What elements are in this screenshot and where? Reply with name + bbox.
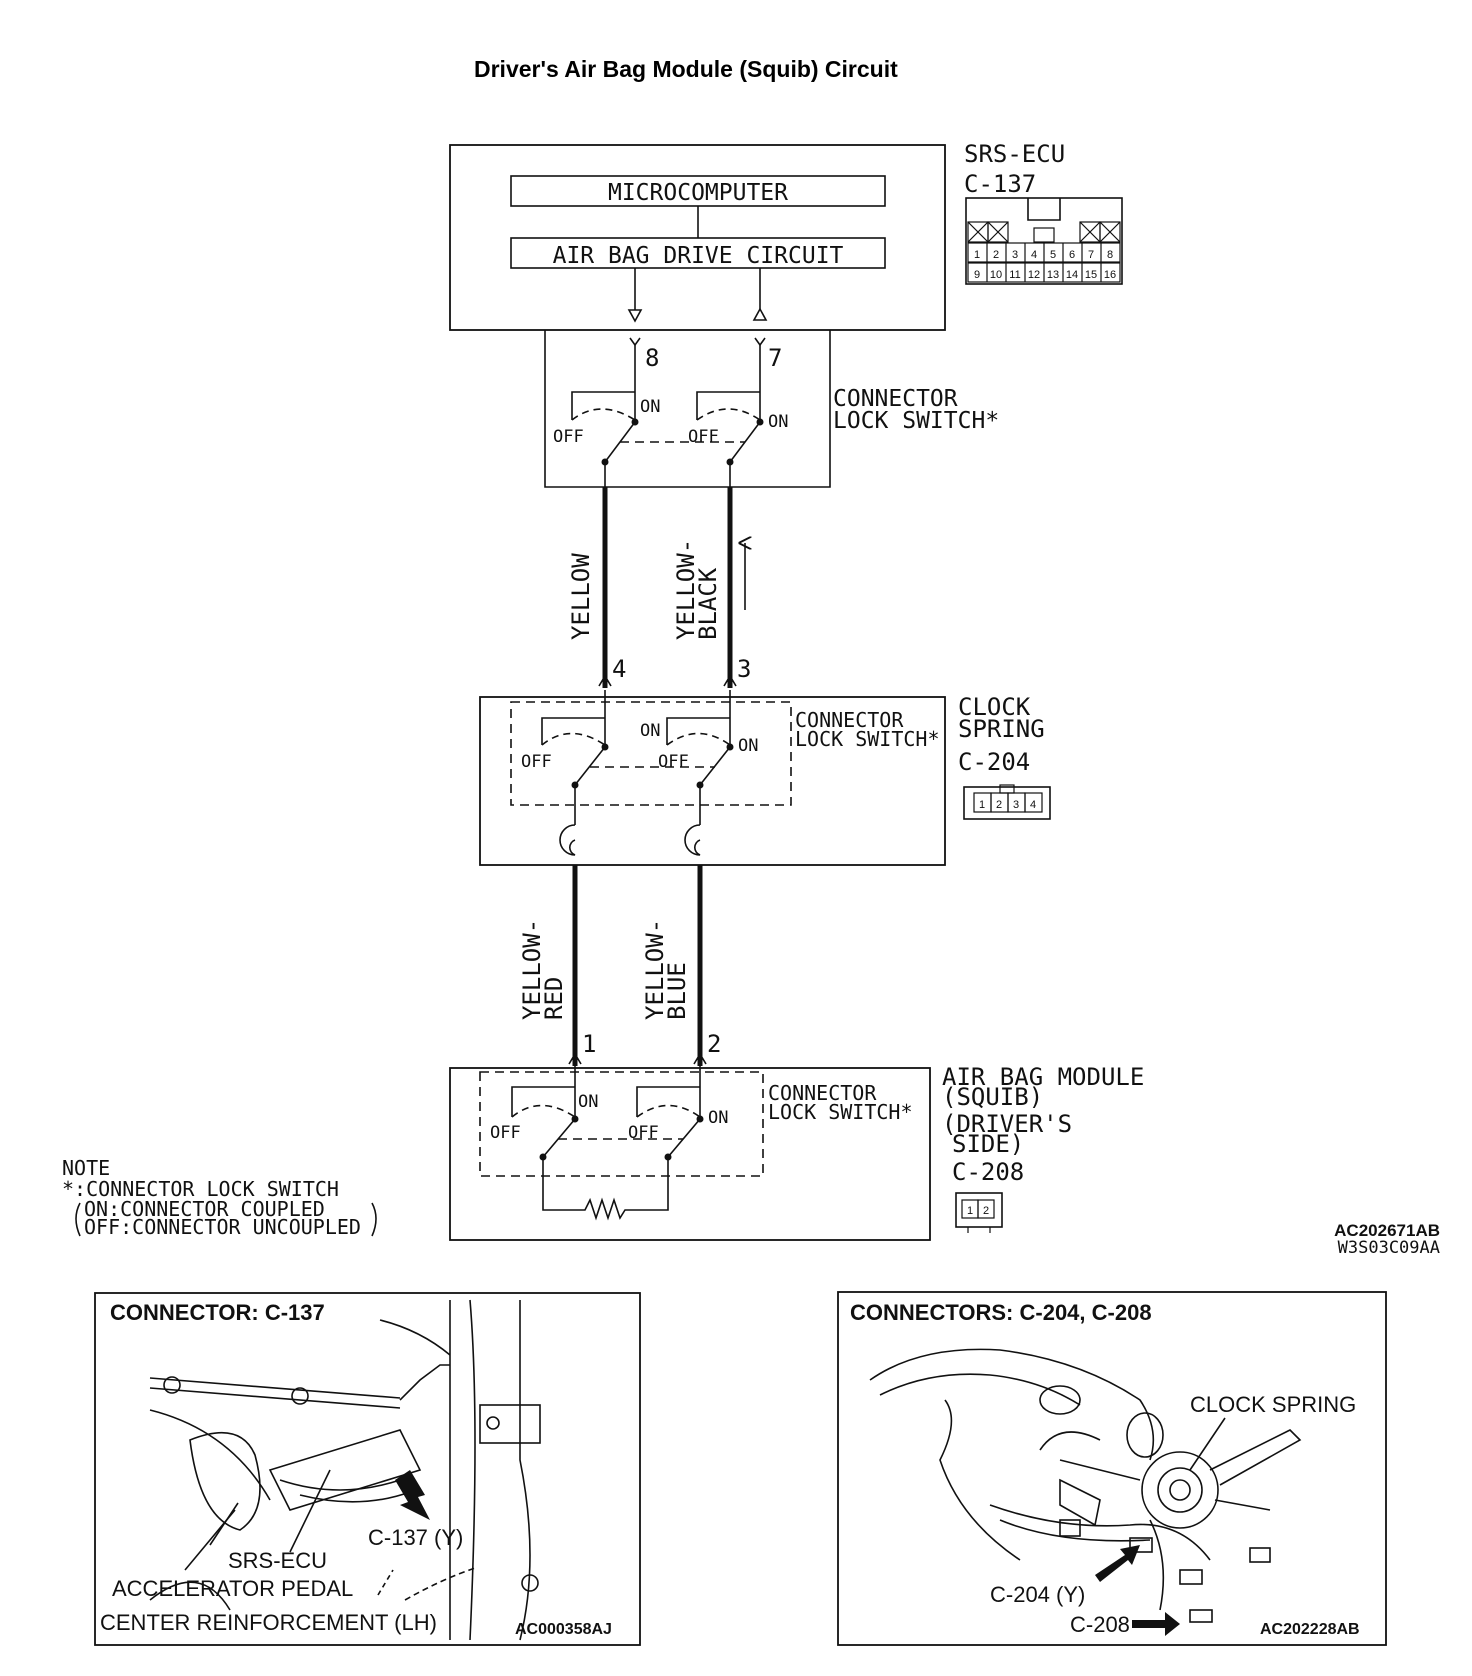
srs-ecu-connector-id: C-137	[964, 170, 1036, 198]
note-heading: NOTE	[62, 1156, 110, 1180]
c137-pin-label: 12	[1028, 269, 1040, 281]
inset-code: AC202228AB	[1260, 1621, 1360, 1638]
terminal-1-label: 1	[582, 1030, 596, 1058]
steering-column-illustration	[869, 1348, 1302, 1636]
lower-wire-harness	[568, 865, 707, 1066]
c137-pin-label: 7	[1088, 249, 1094, 261]
ecu-connector-lock-switch-label: LOCK SWITCH*	[833, 408, 999, 434]
air-bag-module-connector-id: C-208	[952, 1158, 1024, 1186]
switch-on-label: ON	[640, 397, 660, 417]
c137-pin-label: 10	[990, 269, 1002, 281]
terminal-4-label: 4	[612, 655, 626, 683]
wire-color-yellow-black: BLACK	[694, 567, 722, 640]
c204-pin-label: 3	[1013, 799, 1019, 811]
c137-pin-label: 15	[1085, 269, 1097, 281]
inset-connectors-c204-c208: CONNECTORS: C-204, C-208	[837, 1291, 1387, 1646]
c137-pin-label: 2	[993, 249, 999, 261]
c137-pin-label: 14	[1066, 269, 1078, 281]
c208-pin-label: 2	[983, 1205, 989, 1217]
air-bag-module-block: ON OFF OFF ON CONNECTOR LOCK SWITCH*	[449, 1066, 931, 1241]
c137-pin-label: 16	[1104, 269, 1116, 281]
wire-color-yellow-blue: YELLOW-	[641, 919, 669, 1020]
module-lock-switch-label: LOCK SWITCH*	[768, 1100, 913, 1124]
c137-connector-face: 1 2 3 4 5 6 7 8 9 10 11 12 13 14 15 16	[965, 197, 1123, 285]
center-reinforcement-callout: CENTER REINFORCEMENT (LH)	[100, 1610, 437, 1635]
switch-off-label: OFF	[521, 752, 552, 772]
clock-spring-connector-id: C-204	[958, 748, 1030, 776]
c204-connector-callout: C-204 (Y)	[990, 1582, 1085, 1607]
c204-pin-label: 2	[996, 799, 1002, 811]
figure-code: W3S03C09AA	[1338, 1238, 1440, 1258]
c208-connector-callout: C-208	[1070, 1612, 1130, 1637]
inset-connector-c137: CONNECTOR: C-137 C	[94, 1292, 641, 1646]
switch-on-label: ON	[640, 721, 660, 741]
air-bag-module-name: (DRIVER'S	[942, 1110, 1072, 1138]
upper-wire-harness	[598, 487, 745, 688]
note-line: OFF:CONNECTOR UNCOUPLED	[84, 1215, 361, 1239]
c137-pin-label: 3	[1012, 249, 1018, 261]
switch-on-label: ON	[768, 412, 788, 432]
inset-title: CONNECTORS: C-204, C-208	[850, 1300, 1152, 1325]
c204-pin-label: 1	[979, 799, 985, 811]
terminal-3-label: 3	[737, 655, 751, 683]
switch-off-label: OFF	[658, 752, 689, 772]
air-bag-module-name: SIDE)	[952, 1130, 1024, 1158]
wire-color-yellow-red: RED	[540, 977, 568, 1020]
c137-pin-label: 8	[1107, 249, 1113, 261]
inset-title: CONNECTOR: C-137	[110, 1300, 325, 1325]
switch-on-label: ON	[578, 1092, 598, 1112]
c137-pin-label: 11	[1009, 269, 1020, 281]
terminal-8-label: 8	[645, 344, 659, 372]
c137-pin-label: 6	[1069, 249, 1075, 261]
c208-pin-label: 1	[967, 1205, 973, 1217]
air-bag-drive-circuit-label: AIR BAG DRIVE CIRCUIT	[553, 243, 844, 269]
clock-spring-lock-switch-label: CONNECTOR	[795, 708, 904, 732]
c137-connector-label: C-137 (Y)	[368, 1525, 463, 1550]
terminal-7-label: 7	[768, 344, 782, 372]
note-line: *:CONNECTOR LOCK SWITCH	[62, 1177, 339, 1201]
c204-connector-face: 1 2 3 4	[963, 784, 1051, 820]
air-bag-module-name: AIR BAG MODULE	[942, 1063, 1144, 1091]
c137-pin-label: 1	[974, 249, 980, 261]
clock-spring-callout: CLOCK SPRING	[1190, 1392, 1356, 1417]
air-bag-module-name: (SQUIB)	[942, 1083, 1043, 1111]
ecu-connector-lock-switch-label: CONNECTOR	[833, 386, 958, 412]
wire-color-yellow-red: YELLOW-	[518, 919, 546, 1020]
clock-spring-name: CLOCK	[958, 693, 1031, 721]
c137-pin-label: 5	[1050, 249, 1056, 261]
c137-pin-label: 9	[974, 269, 980, 281]
c137-pin-label: 4	[1031, 249, 1037, 261]
note-block: NOTE *:CONNECTOR LOCK SWITCH ON:CONNECTO…	[62, 1156, 377, 1239]
c208-connector-face: 1 2	[955, 1192, 1003, 1233]
switch-off-label: OFF	[553, 427, 584, 447]
module-lock-switch-label: CONNECTOR	[768, 1081, 877, 1105]
wire-color-yellow: YELLOW	[567, 553, 595, 640]
srs-ecu-name: SRS-ECU	[964, 140, 1065, 168]
srs-ecu-block: MICROCOMPUTER AIR BAG DRIVE CIRCUIT	[449, 144, 946, 331]
clock-spring-name: SPRING	[958, 715, 1045, 743]
wire-color-yellow-blue: BLUE	[663, 962, 691, 1020]
vehicle-dashboard-illustration	[149, 1299, 541, 1641]
srs-ecu-callout: SRS-ECU	[228, 1548, 327, 1573]
clock-spring-lock-switch-label: LOCK SWITCH*	[795, 727, 940, 751]
terminal-2-label: 2	[707, 1030, 721, 1058]
c137-pin-label: 13	[1047, 269, 1059, 281]
microcomputer-label: MICROCOMPUTER	[608, 180, 788, 206]
switch-on-label: ON	[738, 736, 758, 756]
inset-code: AC000358AJ	[515, 1621, 612, 1638]
switch-off-label: OFF	[490, 1123, 521, 1143]
wire-color-yellow-black: YELLOW-	[672, 539, 700, 640]
switch-off-label: OFF	[628, 1123, 659, 1143]
note-line: ON:CONNECTOR COUPLED	[84, 1197, 325, 1221]
switch-on-label: ON	[708, 1108, 728, 1128]
figure-code: AC202671AB	[1334, 1221, 1440, 1240]
switch-off-label: OFF	[688, 427, 719, 447]
page-title: Driver's Air Bag Module (Squib) Circuit	[474, 56, 898, 82]
accelerator-pedal-callout: ACCELERATOR PEDAL	[112, 1576, 353, 1601]
clock-spring-block: ON OFF OFF ON CONNECTOR LOCK SWITCH*	[479, 690, 946, 866]
c204-pin-label: 4	[1030, 799, 1036, 811]
ecu-connector-lock-switch: 8 7 ON OFF OFF ON	[544, 330, 831, 488]
